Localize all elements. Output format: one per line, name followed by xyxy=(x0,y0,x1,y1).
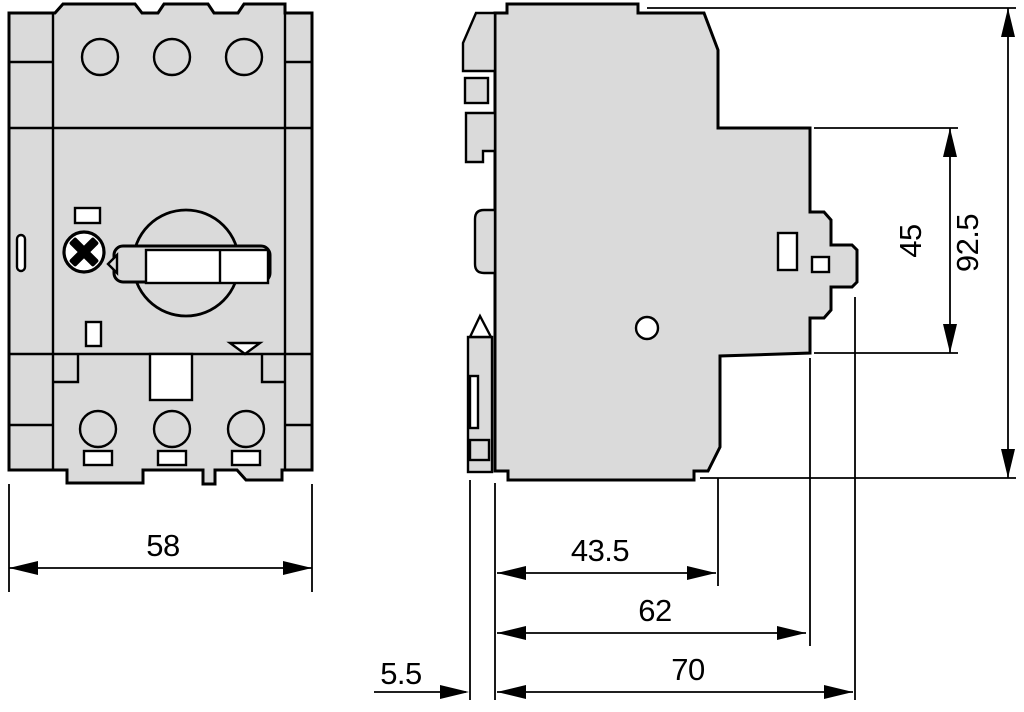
din-clip-tip xyxy=(468,313,493,339)
knob-notch xyxy=(810,255,831,274)
dim-front-face-height: 45 xyxy=(814,127,958,354)
dim-depth-to-front-step: 43.5 xyxy=(497,533,716,580)
mounting-tab-cutout xyxy=(148,352,194,402)
side-view xyxy=(461,2,859,482)
bottom-terminal-screws xyxy=(78,409,266,467)
lever-pointer-icon xyxy=(106,252,119,276)
dim-label-58: 58 xyxy=(146,528,179,563)
phillips-cross-icon xyxy=(69,237,99,267)
dim-label-70: 70 xyxy=(671,652,705,687)
terminal-screw-bottom-1 xyxy=(78,409,118,449)
terminal-clamp-2 xyxy=(156,449,188,467)
dim-label-92-5: 92.5 xyxy=(950,214,985,272)
terminal-clamp-3 xyxy=(230,449,262,467)
din-clip-top xyxy=(461,11,497,73)
din-rail-clips xyxy=(461,11,497,474)
dimensioning: 58 43.5 62 70 xyxy=(8,7,1016,700)
din-clip-slot xyxy=(468,374,480,430)
rotary-handle xyxy=(106,208,272,318)
side-body-outline xyxy=(493,2,859,482)
dim-depth-total: 70 xyxy=(497,652,853,699)
terminal-clamp-1 xyxy=(82,449,114,467)
adjustment-screw xyxy=(62,230,106,274)
side-latch-bump xyxy=(473,208,497,275)
dim-label-43-5: 43.5 xyxy=(571,533,629,568)
dim-label-62: 62 xyxy=(638,593,671,628)
dim-label-5-5: 5.5 xyxy=(380,656,422,691)
terminal-screw-top-2 xyxy=(152,37,192,77)
clip-block-notched xyxy=(464,111,497,164)
front-view xyxy=(7,2,314,486)
terminal-screw-bottom-3 xyxy=(226,409,266,449)
terminal-screw-top-3 xyxy=(224,37,264,77)
clip-block-upper xyxy=(463,76,490,105)
dim-din-clip-offset: 5.5 xyxy=(374,656,469,699)
terminal-screw-bottom-2 xyxy=(152,409,192,449)
lever-center-section xyxy=(144,248,270,285)
recess-window xyxy=(776,231,799,272)
dim-front-width: 58 xyxy=(8,484,313,592)
top-terminal-screws xyxy=(80,37,264,77)
dim-label-45: 45 xyxy=(893,224,928,257)
side-slot xyxy=(15,233,27,273)
dim-total-height: 92.5 xyxy=(647,7,1016,479)
side-extension-lines xyxy=(469,297,856,700)
mounting-hole xyxy=(634,315,660,341)
indicator-window-upper xyxy=(73,206,102,225)
dim-depth-body: 62 xyxy=(497,593,806,640)
marker-triangle-icon xyxy=(226,341,264,356)
indicator-window-lower xyxy=(84,320,103,348)
terminal-screw-top-1 xyxy=(80,37,120,77)
din-clip-window xyxy=(468,438,491,462)
